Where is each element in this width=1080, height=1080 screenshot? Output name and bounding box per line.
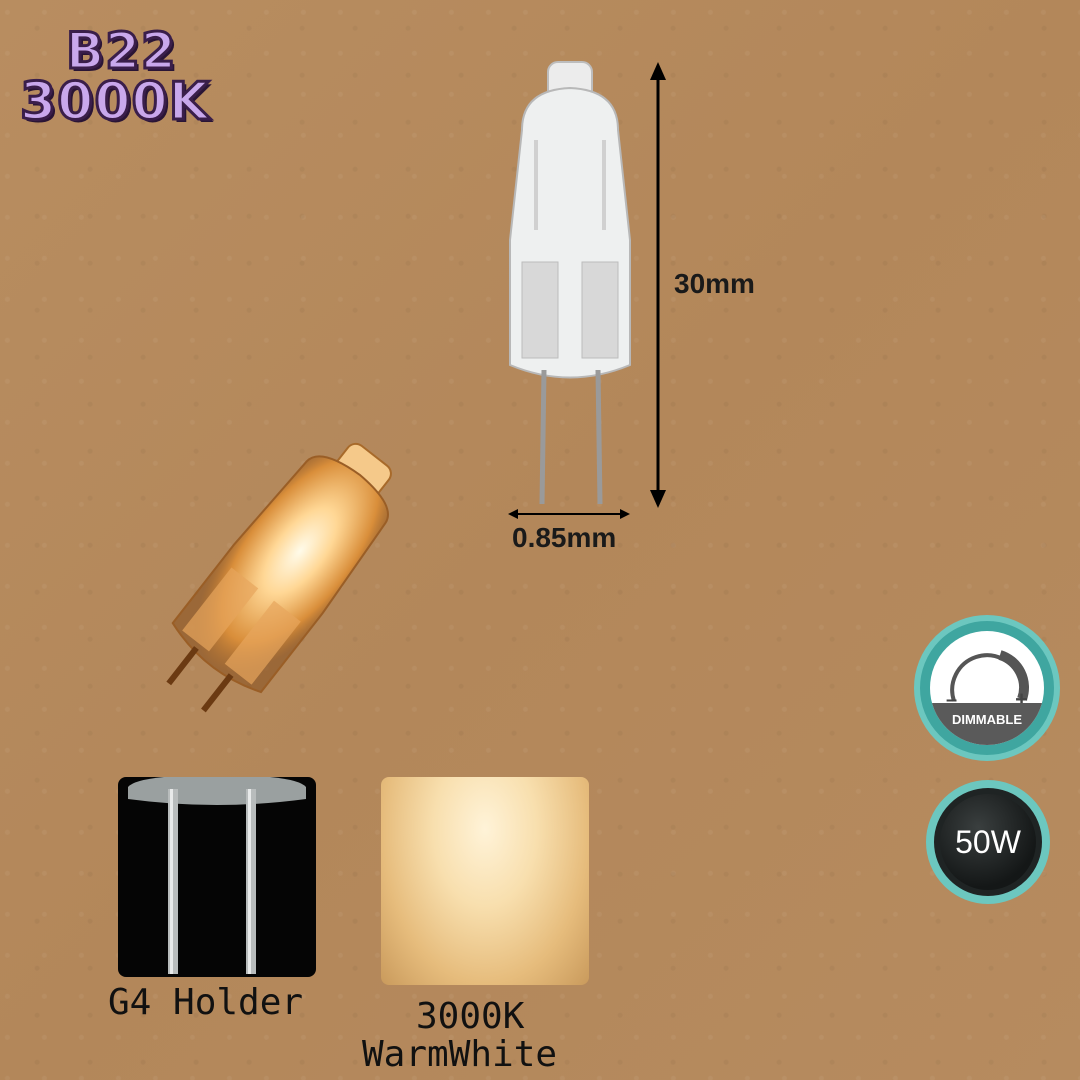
- g4-holder-photo: [118, 775, 316, 977]
- width-arrow: [508, 509, 630, 519]
- dimmable-icon: – + DIMMABLE: [914, 615, 1060, 761]
- cct-value-caption: 3000K: [416, 996, 525, 1037]
- dimmable-label: DIMMABLE: [930, 703, 1044, 745]
- g4-pins-icon: [128, 775, 306, 974]
- dimmer-arc-icon: [950, 650, 1029, 702]
- clear-bulb-diagram: [508, 61, 666, 519]
- cct-name-caption: WarmWhite: [362, 1034, 558, 1075]
- dimmer-minus: –: [946, 689, 958, 711]
- holder-caption: G4 Holder: [108, 982, 304, 1023]
- lit-bulb-illustration: [166, 442, 392, 713]
- base-type-badge: B22: [65, 21, 178, 82]
- color-temp-badge: 3000K: [18, 71, 211, 134]
- wattage-icon: 50W: [926, 780, 1050, 904]
- height-arrow: [650, 62, 666, 508]
- warm-white-swatch: [381, 777, 589, 985]
- width-dimension-label: 0.85mm: [512, 522, 617, 553]
- clear-bulb-illustration: [509, 61, 631, 505]
- wattage-label: 50W: [940, 794, 1036, 890]
- height-dimension-label: 30mm: [674, 268, 755, 299]
